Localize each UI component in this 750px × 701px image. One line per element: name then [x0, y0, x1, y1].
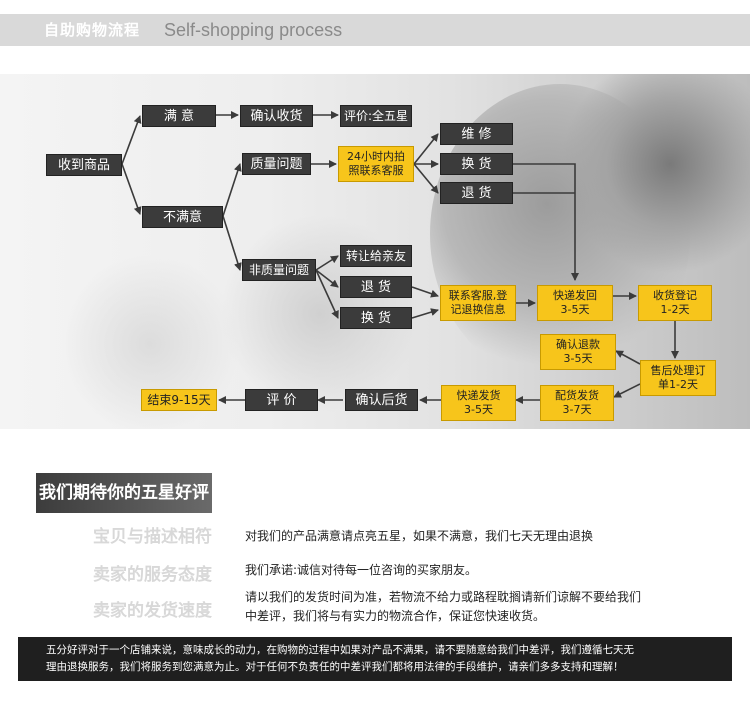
node-exchange-quality: 换 货	[440, 153, 513, 175]
text-promise: 我们承诺:诚信对待每一位咨询的买家朋友。	[245, 563, 478, 577]
node-confirm-after: 确认后货	[345, 389, 418, 411]
node-satisfied: 满 意	[142, 105, 216, 127]
header-title-cn: 自助购物流程	[44, 21, 141, 39]
text-shipping-note: 请以我们的发货时间为准，若物流不给力或路程耽搁请新们谅解不要给我们 中差评，我们…	[245, 590, 642, 623]
footer-note: 五分好评对于一个店铺来说，意味成长的动力，在购物的过程中如果对产品不满果，请不要…	[18, 637, 732, 681]
node-repair: 维 修	[440, 123, 513, 145]
node-received: 收到商品	[46, 154, 122, 176]
node-receive-register: 收货登记 1-2天	[638, 285, 712, 321]
flow-connectors	[121, 111, 679, 404]
node-review: 评 价	[245, 389, 318, 411]
node-gift: 转让给亲友	[340, 245, 412, 267]
node-non-quality: 非质量问题	[242, 259, 316, 281]
node-photo-24h: 24小时内拍 照联系客服	[338, 146, 414, 182]
node-confirm-receipt: 确认收货	[240, 105, 313, 127]
node-exchange-nonquality: 换 货	[340, 307, 412, 329]
label-description-match: 宝贝与描述相符	[93, 527, 212, 547]
section-header: 自助购物流程 Self-shopping process	[0, 14, 750, 46]
node-end: 结束9-15天	[141, 389, 217, 411]
label-service-attitude: 卖家的服务态度	[93, 565, 212, 585]
node-ship-back: 快递发回 3-5天	[537, 285, 613, 321]
bg-figure-shape	[560, 74, 750, 274]
node-contact-cs: 联系客服,登 记退换信息	[440, 285, 516, 321]
node-quality-issue: 质量问题	[242, 153, 311, 175]
text-satisfaction-note: 对我们的产品满意请点亮五星，如果不满意，我们七天无理由退换	[245, 529, 594, 543]
node-after-sale: 售后处理订 单1-2天	[640, 360, 716, 396]
flowchart-panel: 收到商品 满 意 确认收货 评价:全五星 不满意 质量问题 24小时内拍 照联系…	[0, 74, 750, 429]
node-return-nonquality: 退 货	[340, 276, 412, 298]
node-unsatisfied: 不满意	[142, 206, 223, 228]
node-return-quality: 退 货	[440, 182, 513, 204]
node-rate-five: 评价:全五星	[340, 105, 412, 127]
five-star-banner: 我们期待你的五星好评	[36, 473, 212, 513]
node-dispatch: 配货发货 3-7天	[540, 385, 614, 421]
label-shipping-speed: 卖家的发货速度	[93, 601, 212, 621]
node-confirm-refund: 确认退款 3-5天	[540, 334, 616, 370]
header-title-en: Self-shopping process	[164, 20, 343, 40]
node-express-ship: 快递发货 3-5天	[441, 385, 516, 421]
